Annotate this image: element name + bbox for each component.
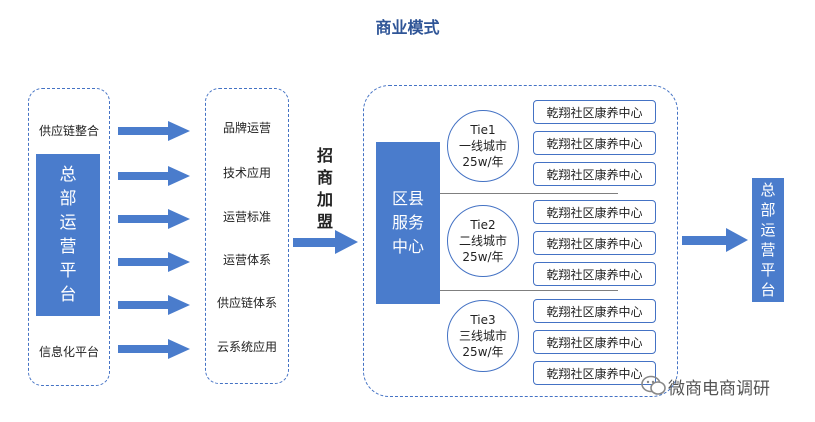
wechat-icon <box>641 375 666 395</box>
arrow-right-icon <box>293 238 337 247</box>
community-center: 乾翔社区康养中心 <box>533 262 656 286</box>
county-service-center: 区县 服务 中心 <box>376 142 440 304</box>
tier-fee: 25w/年 <box>462 250 504 264</box>
hq-char: 营 <box>59 237 77 257</box>
arrow-right-icon <box>335 230 358 254</box>
tier-name: Tie2 <box>470 218 496 232</box>
join-char: 商 <box>316 168 333 187</box>
function-item: 运营标准 <box>222 210 271 224</box>
page-title: 商业模式 <box>375 18 440 37</box>
community-center: 乾翔社区康养中心 <box>533 299 656 323</box>
tier-fee: 25w/年 <box>462 345 504 359</box>
functions-group <box>205 88 289 384</box>
community-center: 乾翔社区康养中心 <box>533 200 656 224</box>
tier-name: Tie3 <box>470 313 496 327</box>
hq-group <box>28 88 110 386</box>
tier-circle: Tie1 一线城市 25w/年 <box>447 110 519 182</box>
function-item: 供应链体系 <box>216 296 277 310</box>
tier-fee: 25w/年 <box>462 155 504 169</box>
tier-divider <box>440 193 618 194</box>
service-group <box>363 85 678 397</box>
hq-main-box: 总 部 运 营 平 台 <box>36 154 100 316</box>
function-item: 品牌运营 <box>222 121 271 135</box>
arrow-right-icon <box>118 252 190 272</box>
function-item: 运营体系 <box>222 253 271 267</box>
county-line: 中心 <box>391 237 424 256</box>
tier-city: 二线城市 <box>458 234 507 248</box>
hq-char: 台 <box>59 285 77 305</box>
community-center: 乾翔社区康养中心 <box>533 330 656 354</box>
community-center: 乾翔社区康养中心 <box>533 100 656 124</box>
hq-char: 运 <box>59 213 77 233</box>
arrow-right-icon <box>118 121 190 141</box>
county-line: 区县 <box>391 189 424 208</box>
hq-char: 运 <box>760 221 776 239</box>
join-label: 招 商 加 盟 <box>312 145 338 233</box>
arrow-right-icon <box>726 228 748 252</box>
hq-char: 总 <box>760 181 776 199</box>
join-char: 加 <box>316 190 333 209</box>
hq-right-box: 总 部 运 营 平 台 <box>752 178 784 302</box>
tier-divider <box>440 290 618 291</box>
arrow-right-icon <box>118 166 190 186</box>
hq-char: 部 <box>59 189 77 209</box>
community-center: 乾翔社区康养中心 <box>533 361 656 385</box>
function-item: 云系统应用 <box>216 340 277 354</box>
watermark-text: 微商电商调研 <box>668 379 770 399</box>
supply-chain-label: 供应链整合 <box>38 124 99 138</box>
hq-char: 营 <box>760 241 776 259</box>
join-char: 盟 <box>316 212 333 231</box>
county-line: 服务 <box>391 213 424 232</box>
function-item: 技术应用 <box>222 166 271 180</box>
info-platform-label: 信息化平台 <box>38 345 99 359</box>
hq-char: 总 <box>59 165 77 185</box>
arrow-right-icon <box>682 236 728 245</box>
join-char: 招 <box>316 146 333 165</box>
community-center: 乾翔社区康养中心 <box>533 231 656 255</box>
arrow-right-icon <box>118 339 190 359</box>
tier-circle: Tie2 二线城市 25w/年 <box>447 205 519 277</box>
tier-city: 一线城市 <box>458 139 507 153</box>
hq-char: 平 <box>59 261 77 281</box>
community-center: 乾翔社区康养中心 <box>533 131 656 155</box>
hq-char: 部 <box>760 201 776 219</box>
hq-char: 台 <box>760 281 776 299</box>
arrow-right-icon <box>118 209 190 229</box>
community-center: 乾翔社区康养中心 <box>533 162 656 186</box>
tier-name: Tie1 <box>470 123 496 137</box>
arrow-right-icon <box>118 295 190 315</box>
tier-circle: Tie3 三线城市 25w/年 <box>447 300 519 372</box>
tier-city: 三线城市 <box>458 329 507 343</box>
hq-char: 平 <box>760 261 776 279</box>
